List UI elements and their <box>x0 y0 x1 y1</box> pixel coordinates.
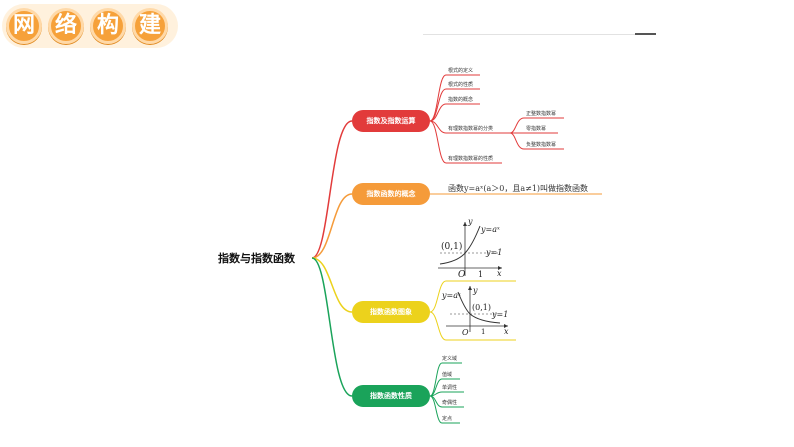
graph1-asymptote-label: y=1 <box>485 248 502 257</box>
link-root-yellow <box>311 257 353 313</box>
graph1-point-label: (0,1) <box>441 241 462 252</box>
leaf-radical-property: 根式的性质 <box>448 82 474 88</box>
leaf-radical-definition: 根式的定义 <box>448 68 474 74</box>
subleaf-positive-integer-power: 正整数指数幂 <box>526 111 557 117</box>
graph1-curve-label: y=aˣ <box>480 225 500 234</box>
graph2-origin-label: O <box>462 328 469 337</box>
branch-function-concept[interactable]: 指数函数的概念 <box>352 183 430 205</box>
root-topic: 指数与指数函数 <box>218 252 295 265</box>
graph2-point-label: (0,1) <box>472 303 491 312</box>
link-root-orange <box>311 193 353 259</box>
graph2-xaxis-label: x <box>504 327 509 336</box>
link-root-red <box>311 120 353 259</box>
leaf-rational-power-classes: 有理数指数幂的分类 <box>448 126 494 132</box>
graph1-xaxis-label: x <box>497 269 502 278</box>
graph-decay <box>446 286 508 332</box>
branch-function-graph[interactable]: 指数函数图象 <box>352 301 430 323</box>
leaf-range: 值域 <box>442 372 453 378</box>
header-char-2: 络 <box>48 8 84 44</box>
graph2-tick-label: 1 <box>481 328 485 336</box>
leaf-domain: 定义域 <box>442 356 458 362</box>
graph-growth <box>438 222 502 276</box>
graph2-yaxis-label: y <box>472 286 478 295</box>
link-root-green <box>311 257 353 397</box>
branch-exponent-operations[interactable]: 指数及指数运算 <box>352 110 430 132</box>
graph2-curve-label: y=aˣ <box>441 291 461 300</box>
subleaf-negative-integer-power: 负整数指数幂 <box>526 142 557 148</box>
subleaf-zero-power: 零指数幂 <box>526 126 547 132</box>
graph2-asymptote-label: y=1 <box>491 310 508 319</box>
header-char-3: 构 <box>90 8 126 44</box>
top-divider-accent <box>635 33 656 35</box>
leaf-monotonicity: 单调性 <box>442 385 458 391</box>
graph1-tick-label: 1 <box>478 270 483 279</box>
graph1-yaxis-label: y <box>467 217 473 226</box>
header-char-4: 建 <box>132 8 168 44</box>
leaf-exponent-concept: 指数的概念 <box>448 97 474 103</box>
function-definition: 函数y=aˣ(a＞0，且a≠1)叫做指数函数 <box>448 184 589 193</box>
branch-function-properties[interactable]: 指数函数性质 <box>352 385 430 407</box>
header-char-1: 网 <box>6 8 42 44</box>
leaf-parity: 奇偶性 <box>442 400 458 406</box>
leaf-rational-power-properties: 有理数指数幂的性质 <box>448 156 494 162</box>
top-divider <box>423 34 656 35</box>
leaf-fixed-point: 定点 <box>442 416 453 422</box>
graph1-origin-label: O <box>458 270 466 280</box>
